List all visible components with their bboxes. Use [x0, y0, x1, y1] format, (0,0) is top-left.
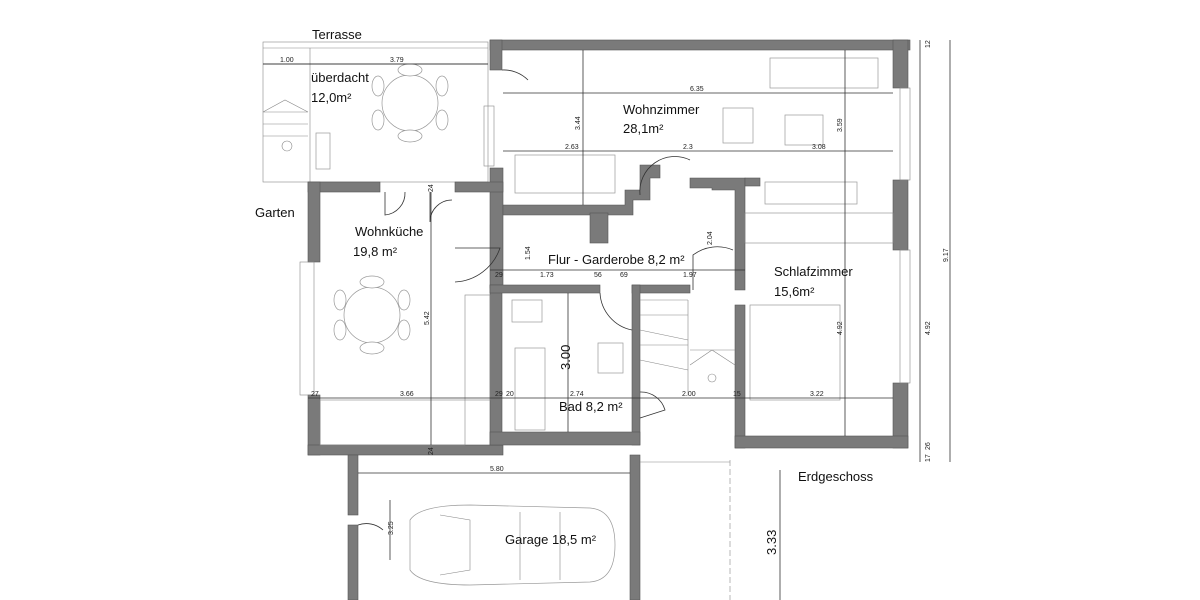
dim: 1.54	[525, 246, 532, 260]
dim: 24	[428, 447, 435, 455]
room-terrasse-name: Terrasse	[312, 27, 362, 42]
dim: 24	[428, 184, 435, 192]
floor-label: Erdgeschoss	[798, 469, 874, 484]
dimension-texts: 1.00 3.79 6.35 2.63 2.3 3.08 3.44 3.59 2…	[280, 40, 950, 555]
dim: 56	[594, 272, 602, 279]
dim: 3.08	[812, 144, 826, 151]
dim: 4.92	[837, 321, 844, 335]
dim: 4.92	[925, 321, 932, 335]
kitchen-table	[333, 275, 411, 355]
dim: 3.59	[837, 118, 844, 132]
dim: 12	[925, 40, 932, 48]
dim-garage-height: 3.33	[764, 530, 779, 555]
dim: 3.79	[390, 57, 404, 64]
dim: 5.80	[490, 466, 504, 473]
dim: 1.97	[683, 272, 697, 279]
fixtures	[299, 57, 911, 600]
room-wohnzimmer-area: 28,1m²	[623, 121, 664, 136]
room-terrasse-sub: überdacht	[311, 70, 369, 85]
dim: 3.44	[575, 116, 582, 130]
room-terrasse-area: 12,0m²	[311, 90, 352, 105]
room-wohnzimmer-name: Wohnzimmer	[623, 102, 700, 117]
garden-label: Garten	[255, 205, 295, 220]
dim: 17	[925, 454, 932, 462]
dim: 2.63	[565, 144, 579, 151]
room-wohnkueche-area: 19,8 m²	[353, 244, 398, 259]
dim: 27	[311, 391, 319, 398]
dim: 5.42	[424, 311, 431, 325]
dim: 2.74	[570, 391, 584, 398]
dim: 26	[925, 442, 932, 450]
dim: 29	[495, 272, 503, 279]
dim: 1.73	[540, 272, 554, 279]
room-bad-label: Bad 8,2 m²	[559, 399, 623, 414]
car	[409, 504, 616, 586]
dim: 29	[495, 391, 503, 398]
room-flur-label: Flur - Garderobe 8,2 m²	[548, 252, 685, 267]
room-wohnkueche-name: Wohnküche	[355, 224, 423, 239]
dim: 1.00	[280, 57, 294, 64]
terrace	[262, 41, 495, 183]
dim: 9.17	[943, 248, 950, 262]
dim-bad-height: 3.00	[558, 345, 573, 370]
dim: 2.00	[682, 391, 696, 398]
room-schlafzimmer-name: Schlafzimmer	[774, 264, 853, 279]
room-schlafzimmer-area: 15,6m²	[774, 284, 815, 299]
terrace-table	[371, 63, 449, 143]
walls	[307, 39, 911, 600]
dim: 15	[733, 391, 741, 398]
dim: 3.25	[388, 521, 395, 535]
dim: 3.66	[400, 391, 414, 398]
dim: 2.3	[683, 144, 693, 151]
dim: 3.22	[810, 391, 824, 398]
room-garage-label: Garage 18,5 m²	[505, 532, 597, 547]
dim: 2.04	[707, 231, 714, 245]
dim: 6.35	[690, 86, 704, 93]
stairs	[639, 299, 736, 395]
dim: 20	[506, 391, 514, 398]
dimension-lines	[263, 40, 951, 600]
dim: 69	[620, 272, 628, 279]
